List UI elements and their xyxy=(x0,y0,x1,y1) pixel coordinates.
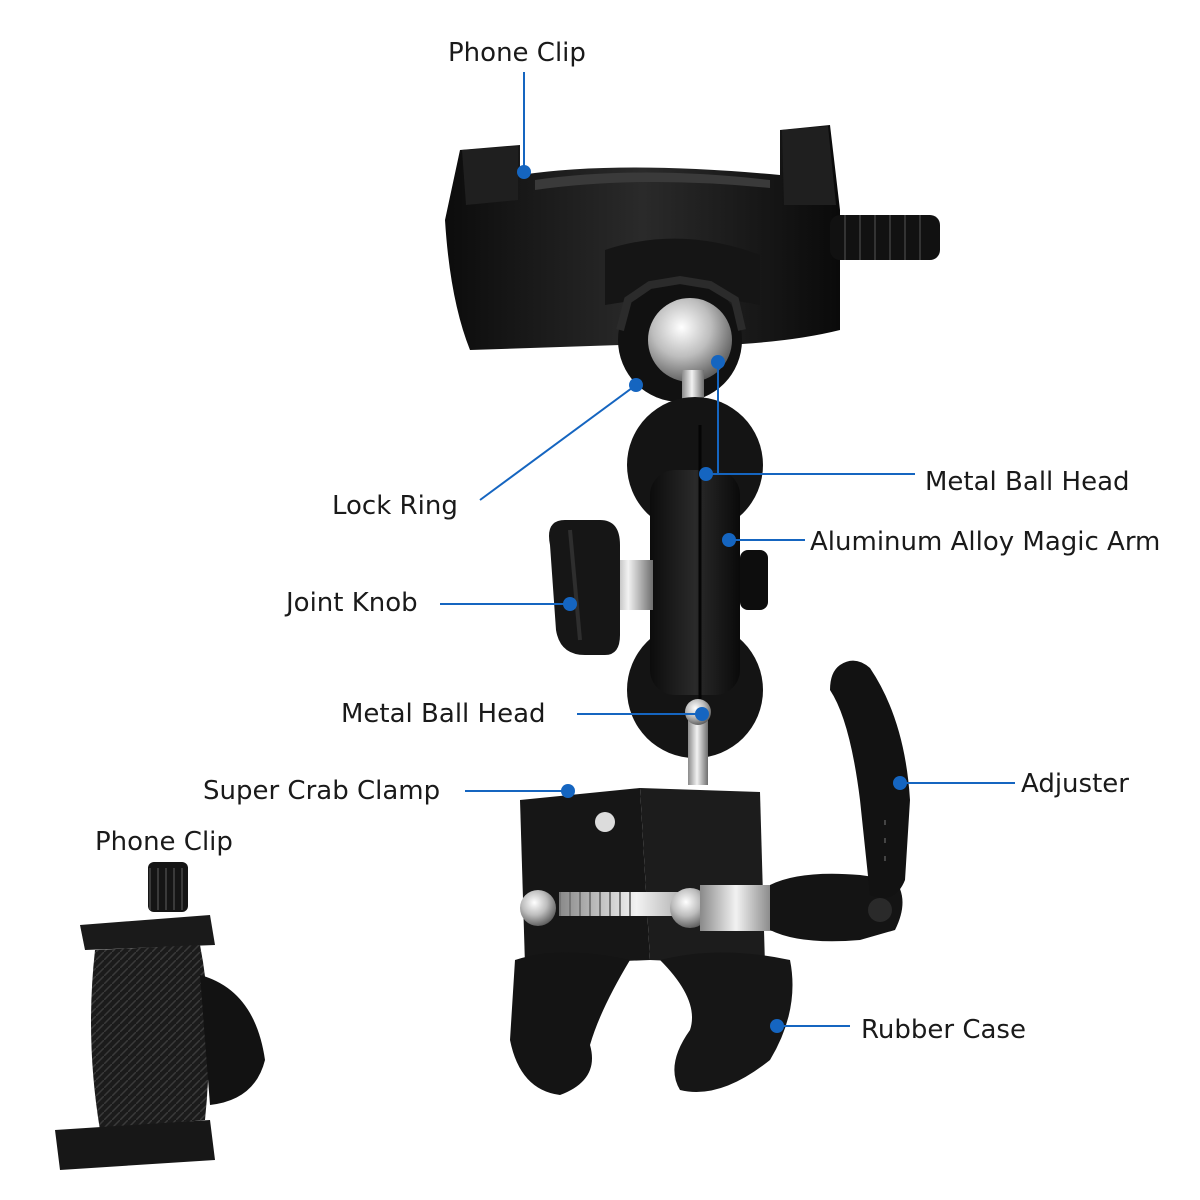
label-joint-knob: Joint Knob xyxy=(284,588,418,618)
label-metal-ball-head-bottom: Metal Ball Head xyxy=(341,699,546,729)
leader-line-lock-ring xyxy=(479,384,637,501)
magic-arm-icon xyxy=(627,397,768,758)
label-super-crab-clamp: Super Crab Clamp xyxy=(203,776,440,806)
adjuster-icon xyxy=(700,660,910,942)
crab-clamp-icon xyxy=(520,788,765,965)
joint-knob-icon xyxy=(549,520,653,655)
metal-ball-top-icon xyxy=(648,298,732,382)
label-metal-ball-head-top: Metal Ball Head xyxy=(925,467,1130,497)
leader-dot-adjuster xyxy=(893,776,907,790)
label-phone-clip-top: Phone Clip xyxy=(448,38,586,68)
metal-stem-bottom xyxy=(688,705,708,785)
leader-dot-metal-ball-head-top-2 xyxy=(699,467,713,481)
label-magic-arm: Aluminum Alloy Magic Arm xyxy=(810,527,1160,557)
leader-dot-metal-ball-head-top xyxy=(711,355,725,369)
leader-dot-joint-knob xyxy=(563,597,577,611)
phone-clip-side-icon xyxy=(55,862,265,1170)
leader-dot-super-crab-clamp xyxy=(561,784,575,798)
label-phone-clip-side: Phone Clip xyxy=(95,827,233,857)
rubber-case-icon xyxy=(510,952,793,1095)
leader-dot-phone-clip-top xyxy=(517,165,531,179)
label-lock-ring: Lock Ring xyxy=(332,491,458,521)
label-adjuster: Adjuster xyxy=(1021,769,1129,799)
leader-dot-metal-ball-head-bottom xyxy=(695,707,709,721)
leader-dot-magic-arm xyxy=(722,533,736,547)
label-rubber-case: Rubber Case xyxy=(861,1015,1026,1045)
leader-dot-lock-ring xyxy=(629,378,643,392)
leader-dot-rubber-case xyxy=(770,1019,784,1033)
